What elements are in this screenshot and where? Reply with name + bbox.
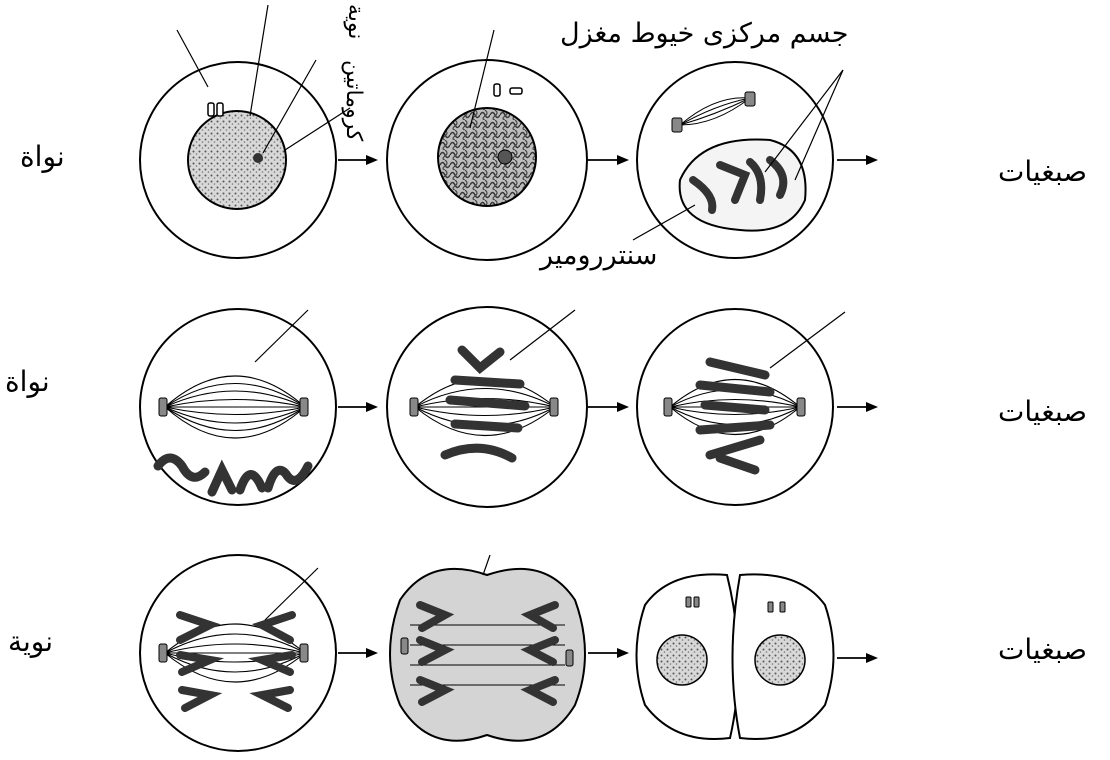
label-row3-right: صبغيات	[998, 633, 1087, 666]
arrow	[588, 648, 629, 658]
label-row1-right: صبغيات	[998, 155, 1087, 188]
centriole	[401, 638, 408, 654]
prometaphase-cell	[140, 309, 336, 505]
arrow	[338, 402, 378, 412]
label-row1-left: نواة	[20, 140, 65, 173]
centriole	[159, 398, 167, 416]
arrow	[837, 653, 878, 663]
label-row3-left: نوية	[8, 625, 53, 658]
prophase-cell	[387, 30, 587, 260]
label-row2-left: نواة	[5, 365, 50, 398]
label-nucleolus-chromatin: نوية	[344, 4, 370, 39]
label-nucleolus: نوية	[344, 4, 366, 39]
arrow	[837, 155, 878, 165]
centriole	[797, 398, 805, 416]
arrow	[338, 155, 378, 165]
arrow	[588, 155, 629, 165]
nucleus	[755, 635, 805, 685]
centriole	[300, 398, 308, 416]
nucleolus	[498, 150, 512, 164]
centriole	[550, 398, 558, 416]
label-chromatin: كروماتين	[342, 60, 364, 141]
metaphase-cell-a	[387, 307, 587, 507]
nucleolus	[253, 153, 263, 163]
label-centrosome-spindle: جسم مركزى خيوط مغزل	[560, 18, 849, 49]
daughter-cells	[637, 574, 834, 739]
arrow	[588, 402, 629, 412]
centriole	[566, 650, 573, 666]
telophase-cell	[390, 555, 585, 741]
interphase-cell	[140, 5, 350, 258]
centriole	[159, 644, 167, 662]
label-chromatin-wrap: كروماتين	[342, 60, 368, 141]
cell-membrane	[390, 569, 585, 741]
centriole	[300, 644, 308, 662]
label-row2-right: صبغيات	[998, 395, 1087, 428]
nucleus	[438, 108, 536, 206]
arrow	[338, 648, 378, 658]
metaphase-cell-b	[637, 309, 845, 505]
late-prophase-cell	[633, 62, 843, 258]
leader-line	[483, 555, 490, 575]
centriole	[664, 398, 672, 416]
anaphase-cell	[140, 555, 336, 751]
centriole	[410, 398, 418, 416]
nucleus	[657, 635, 707, 685]
label-centromere: سنتررومير	[540, 240, 657, 271]
nucleus	[188, 111, 286, 209]
arrow	[837, 402, 878, 412]
